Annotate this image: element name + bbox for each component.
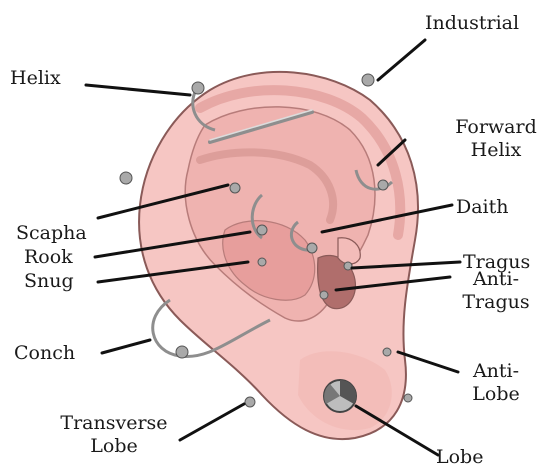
rook-stud — [257, 225, 267, 235]
label-scapha: Scapha — [16, 222, 87, 245]
daith-stud — [307, 243, 317, 253]
helix-stud — [192, 82, 204, 94]
leader-transverse-lobe — [180, 404, 244, 440]
outer-stud — [120, 172, 132, 184]
label-transverse-lobe-line2: Lobe — [44, 435, 184, 458]
label-transverse-lobe-line1: Transverse — [44, 412, 184, 435]
label-anti-lobe-line1: Anti- — [446, 360, 546, 383]
label-anti-lobe: Anti- Lobe — [446, 360, 546, 406]
label-rook: Rook — [24, 246, 73, 269]
label-forward-helix-line1: Forward — [436, 116, 556, 139]
forward-helix-stud — [378, 180, 388, 190]
leader-industrial — [378, 40, 425, 80]
label-anti-tragus-line2: Tragus — [446, 291, 546, 314]
label-helix: Helix — [10, 67, 61, 90]
label-forward-helix-line2: Helix — [436, 139, 556, 162]
conch-stud — [176, 346, 188, 358]
transverse-lobe-stud — [245, 397, 255, 407]
label-transverse-lobe: Transverse Lobe — [44, 412, 184, 458]
label-lobe: Lobe — [436, 446, 483, 469]
label-industrial: Industrial — [425, 12, 519, 35]
label-snug: Snug — [24, 270, 74, 293]
anti-tragus-stud — [320, 291, 328, 299]
anti-lobe-stud-2 — [404, 394, 412, 402]
label-anti-tragus: Anti- Tragus — [446, 268, 546, 314]
label-conch: Conch — [14, 342, 75, 365]
industrial-stud — [362, 74, 374, 86]
label-forward-helix: Forward Helix — [436, 116, 556, 162]
label-anti-lobe-line2: Lobe — [446, 383, 546, 406]
label-daith: Daith — [456, 196, 509, 219]
anti-lobe-stud — [383, 348, 391, 356]
scapha-stud — [230, 183, 240, 193]
leader-helix — [86, 85, 190, 95]
leader-conch — [102, 340, 150, 353]
snug-stud — [258, 258, 266, 266]
label-anti-tragus-line1: Anti- — [446, 268, 546, 291]
